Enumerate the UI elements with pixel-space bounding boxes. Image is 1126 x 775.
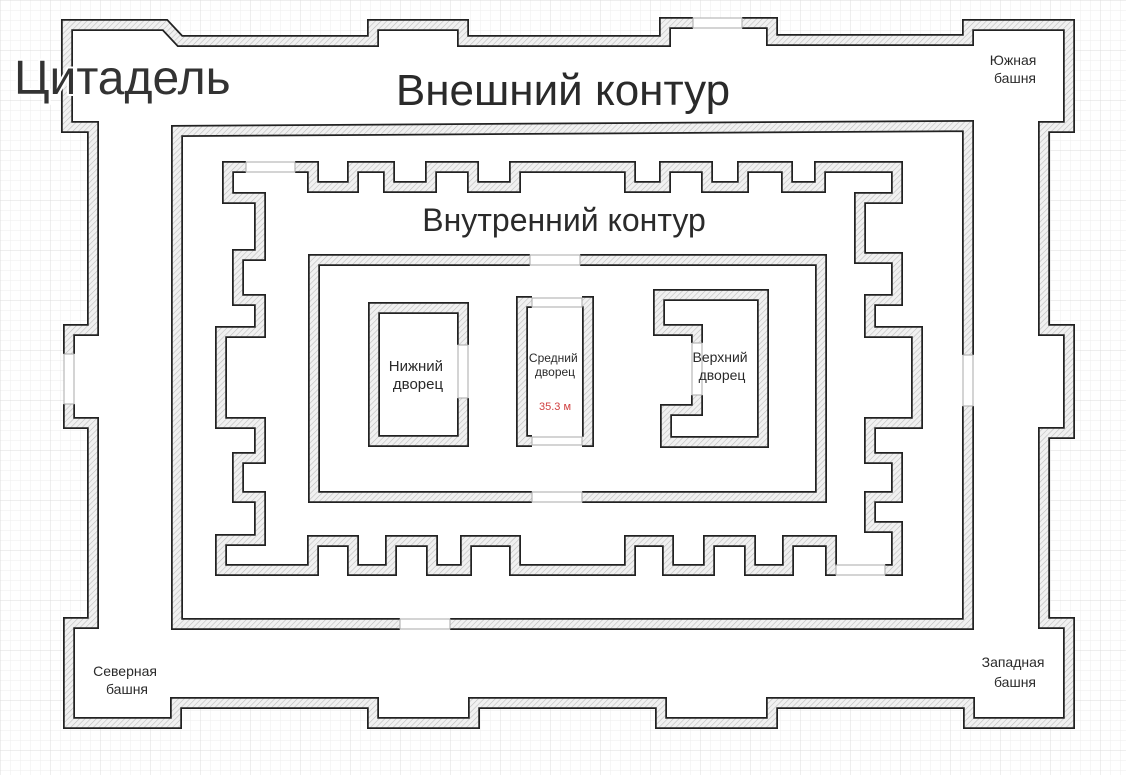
south-tower-label: Южная башня (990, 52, 1041, 86)
middle-palace-area: 35.3 м (539, 401, 571, 413)
lower-palace-label: Нижний дворец (389, 358, 447, 393)
lower-palace-door (457, 344, 469, 399)
upper-palace-door (691, 342, 703, 396)
north-tower-label: Северная башня (93, 663, 161, 697)
upper-palace-label: Верхний дворец (692, 349, 751, 383)
west-tower-label: Западная башня (982, 654, 1049, 690)
inner-contour-north-gate (245, 161, 296, 173)
upper-palace (653, 289, 769, 448)
lower-palace (368, 302, 469, 447)
enclosure-south-gate (531, 491, 583, 503)
palace-enclosure-wall (308, 254, 827, 503)
outer-contour-label: Внешний контур (396, 66, 730, 115)
middle-palace-south-door (531, 436, 583, 446)
inner-contour-south-gate (835, 564, 886, 576)
citadel-title: Цитадель (14, 52, 231, 105)
outer-wall (61, 17, 1075, 729)
outer-north-gate (692, 17, 743, 29)
outer-contour-east-gate (962, 354, 974, 407)
inner-contour-wall (215, 161, 923, 576)
middle-palace (516, 296, 594, 447)
outer-contour-wall (171, 119, 974, 630)
outer-contour-south-gate (399, 618, 451, 630)
middle-palace-north-door (531, 297, 583, 308)
inner-contour-label: Внутренний контур (422, 202, 706, 238)
enclosure-north-gate (529, 254, 581, 266)
middle-palace-label: Средний дворец (529, 351, 581, 379)
outer-west-gate (63, 353, 75, 405)
